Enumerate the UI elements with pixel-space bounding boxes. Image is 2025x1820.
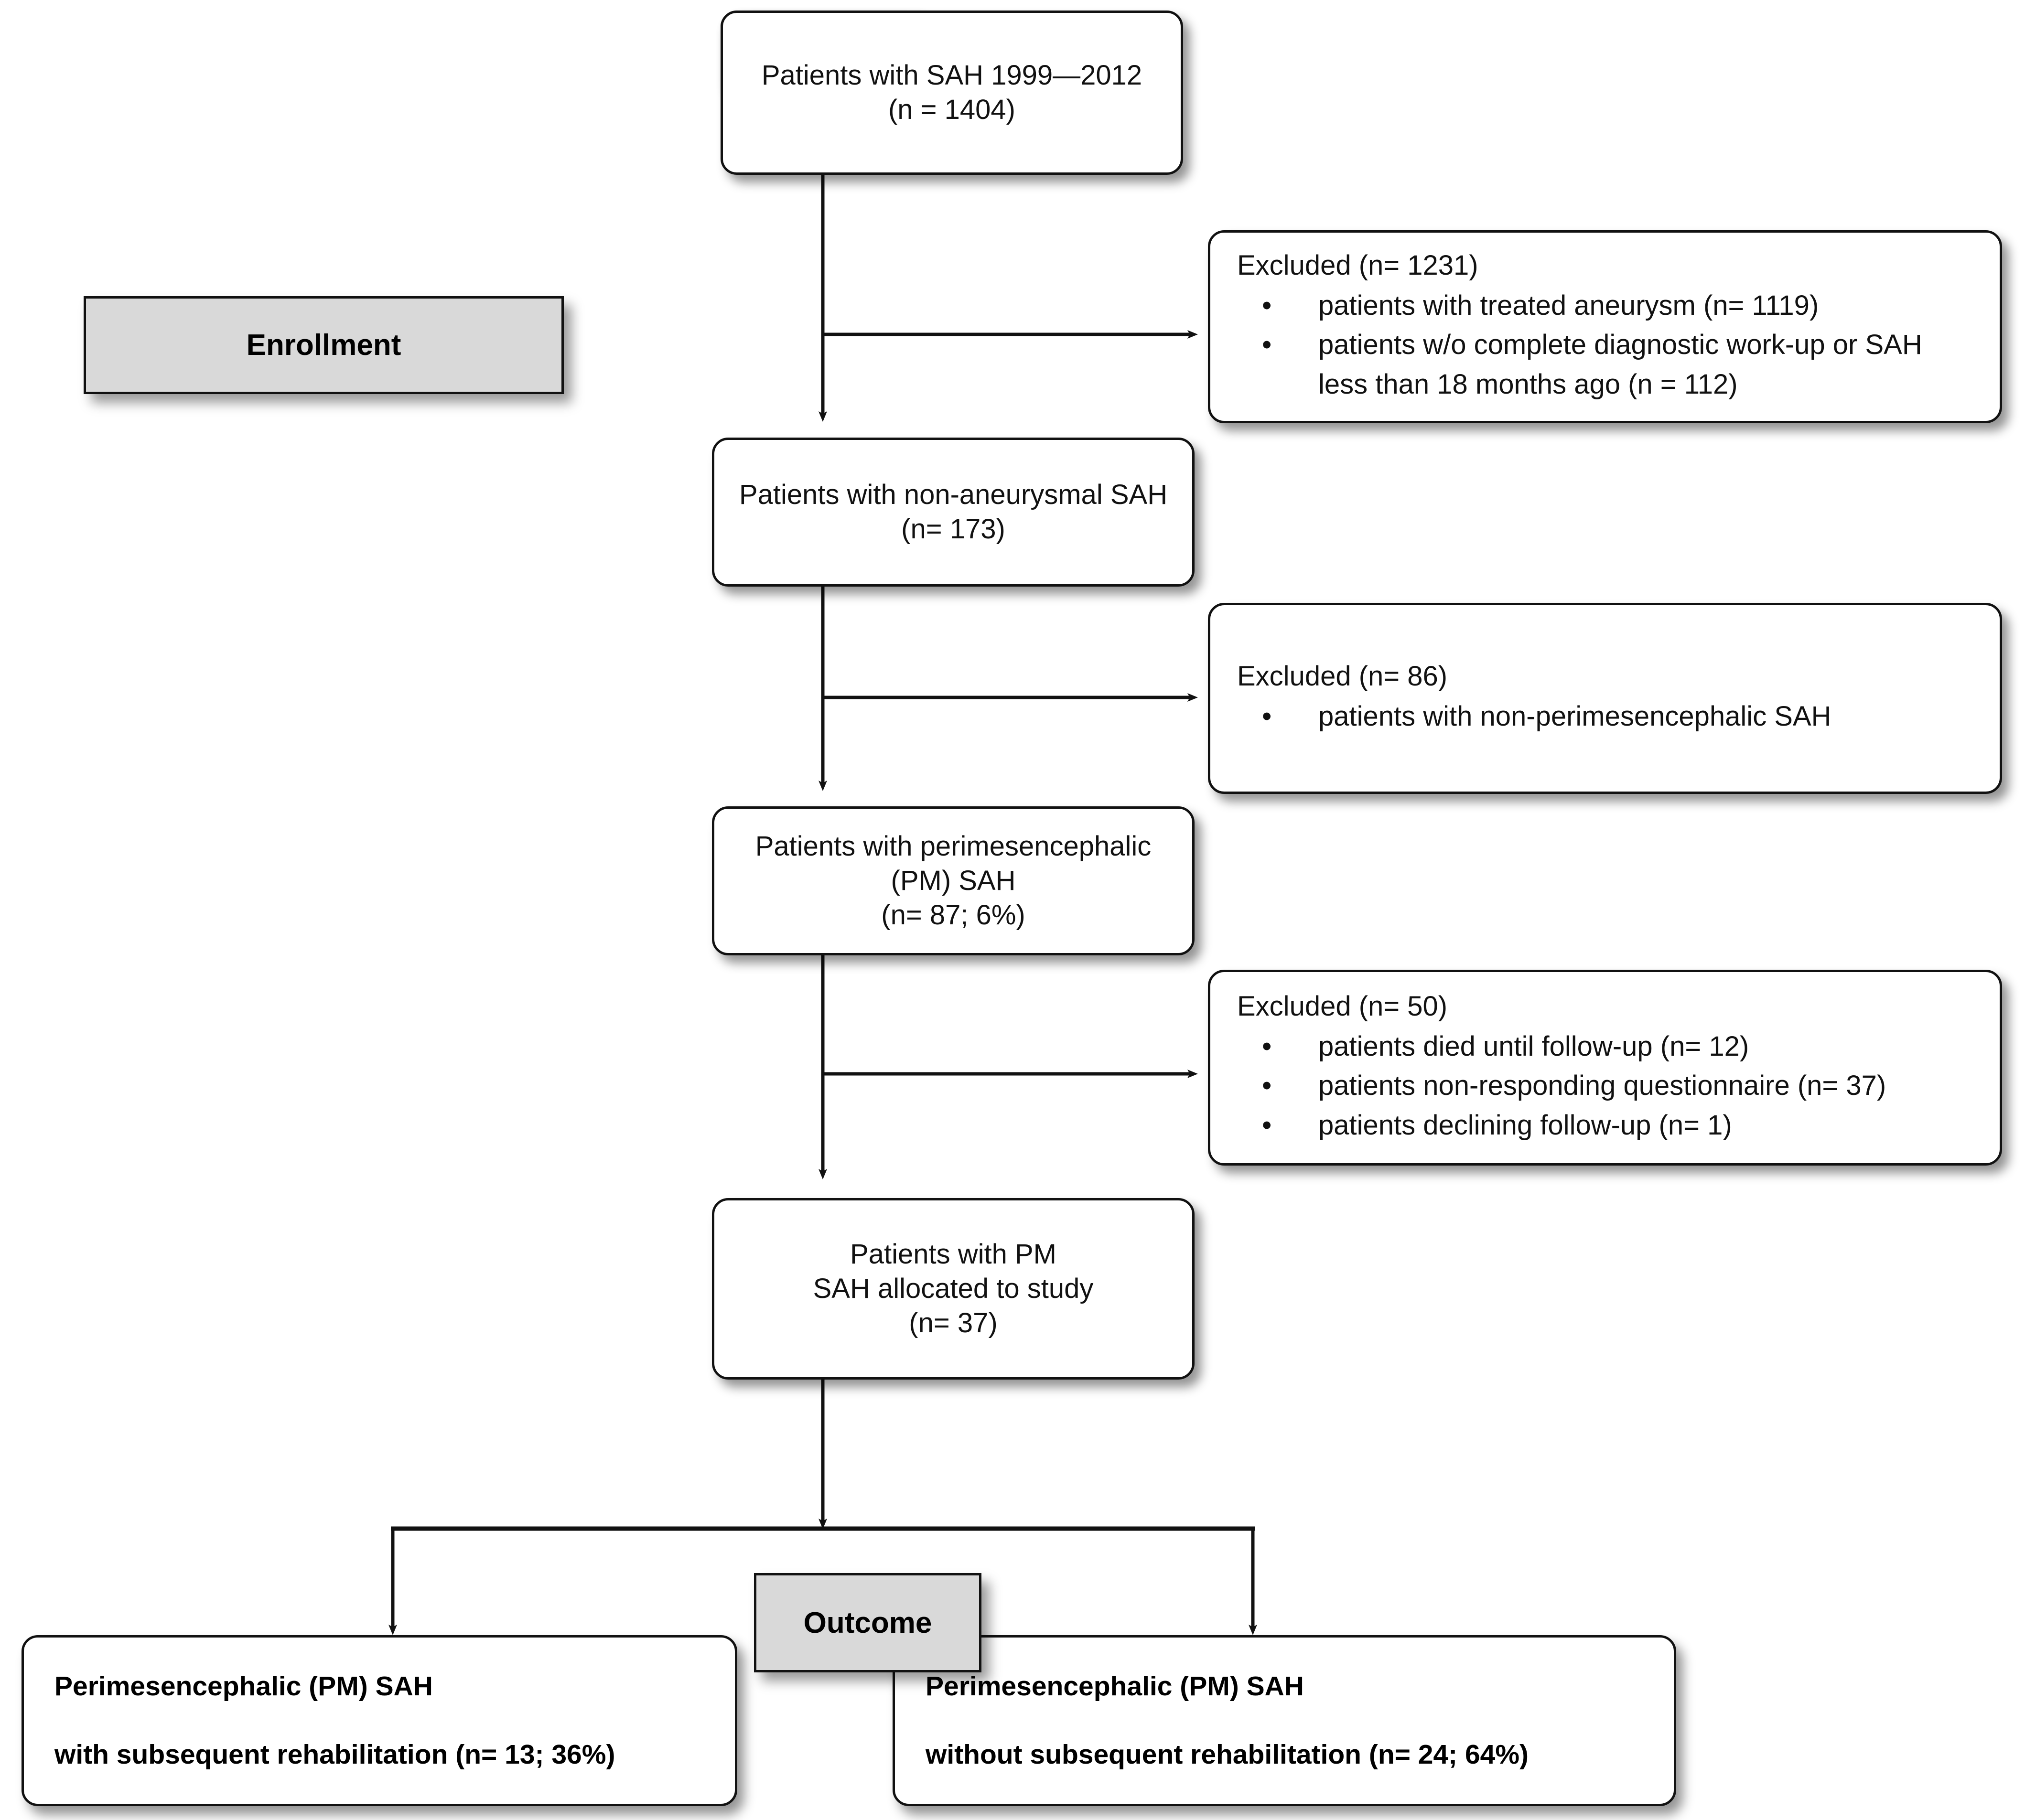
node-2-nonaneurysmal: Patients with non-aneurysmal SAH (n= 173… — [712, 438, 1195, 587]
exclusion-1-item-1: • patients with treated aneurysm (n= 111… — [1237, 286, 1973, 325]
node-1-line-2: (n = 1404) — [888, 94, 1015, 125]
exclusion-1-list: • patients with treated aneurysm (n= 111… — [1237, 286, 1973, 404]
node-1-line-1: Patients with SAH 1999—2012 — [761, 60, 1142, 91]
exclusion-2-list: • patients with non-perimesencephalic SA… — [1237, 697, 1973, 736]
exclusion-3-item-3-text: patients declining follow-up (n= 1) — [1318, 1109, 1732, 1141]
result-right-line-2: without subsequent rehabilitation (n= 24… — [926, 1739, 1529, 1770]
result-right-line-1: Perimesencephalic (PM) SAH — [926, 1671, 1304, 1702]
node-3-perimesencephalic: Patients with perimesencephalic (PM) SAH… — [712, 806, 1195, 955]
exclusion-3-item-2-text: patients non-responding questionnaire (n… — [1318, 1070, 1886, 1102]
bullet-icon: • — [1262, 1109, 1272, 1141]
node-4-line-2: SAH allocated to study — [813, 1273, 1094, 1305]
node-2-line-1: Patients with non-aneurysmal SAH — [739, 479, 1168, 511]
node-4-line-3: (n= 37) — [909, 1307, 998, 1338]
exclusion-1-header: Excluded (n= 1231) — [1237, 249, 1478, 281]
exclusion-3-item-1-text: patients died until follow-up (n= 12) — [1318, 1030, 1749, 1062]
node-1-main: Patients with SAH 1999—2012 (n = 1404) — [721, 11, 1183, 175]
node-3-line-1: Patients with perimesencephalic — [755, 831, 1152, 862]
exclusion-3-list: • patients died until follow-up (n= 12) … — [1237, 1027, 1973, 1145]
node-4-line-1: Patients with PM — [850, 1239, 1056, 1270]
exclusion-3-header: Excluded (n= 50) — [1237, 990, 1448, 1022]
result-box-with-rehab: Perimesencephalic (PM) SAH with subseque… — [22, 1635, 737, 1806]
bullet-icon: • — [1262, 329, 1272, 361]
exclusion-3-item-3: • patients declining follow-up (n= 1) — [1237, 1106, 1973, 1145]
node-3-line-2: (PM) SAH — [891, 865, 1016, 897]
exclusion-1-item-2: • patients w/o complete diagnostic work-… — [1237, 325, 1973, 404]
exclusion-3-item-2: • patients non-responding questionnaire … — [1237, 1066, 1973, 1105]
bullet-icon: • — [1262, 701, 1272, 732]
stage-banner-outcome: Outcome — [754, 1573, 981, 1672]
exclusion-1-item-2-text: patients w/o complete diagnostic work-up… — [1318, 329, 1922, 400]
exclusion-2-item-1-text: patients with non-perimesencephalic SAH — [1318, 701, 1831, 732]
bullet-icon: • — [1262, 289, 1272, 321]
result-left-line-2: with subsequent rehabilitation (n= 13; 3… — [54, 1739, 615, 1770]
exclusion-box-2: Excluded (n= 86) • patients with non-per… — [1208, 603, 2002, 794]
stage-banner-enrollment: Enrollment — [84, 296, 564, 394]
bullet-icon: • — [1262, 1070, 1272, 1102]
exclusion-3-item-1: • patients died until follow-up (n= 12) — [1237, 1027, 1973, 1066]
bullet-icon: • — [1262, 1030, 1272, 1062]
exclusion-1-item-1-text: patients with treated aneurysm (n= 1119) — [1318, 289, 1819, 321]
node-3-line-3: (n= 87; 6%) — [881, 899, 1025, 931]
node-4-allocated: Patients with PM SAH allocated to study … — [712, 1198, 1195, 1380]
exclusion-2-item-1: • patients with non-perimesencephalic SA… — [1237, 697, 1973, 736]
exclusion-2-header: Excluded (n= 86) — [1237, 661, 1448, 692]
result-box-without-rehab: Perimesencephalic (PM) SAH without subse… — [893, 1635, 1676, 1806]
exclusion-box-1: Excluded (n= 1231) • patients with treat… — [1208, 230, 2002, 423]
stage-banner-outcome-label: Outcome — [803, 1606, 932, 1639]
stage-banner-enrollment-label: Enrollment — [246, 329, 401, 362]
result-left-line-1: Perimesencephalic (PM) SAH — [54, 1671, 433, 1702]
node-2-line-2: (n= 173) — [901, 514, 1005, 545]
exclusion-box-3: Excluded (n= 50) • patients died until f… — [1208, 970, 2002, 1166]
